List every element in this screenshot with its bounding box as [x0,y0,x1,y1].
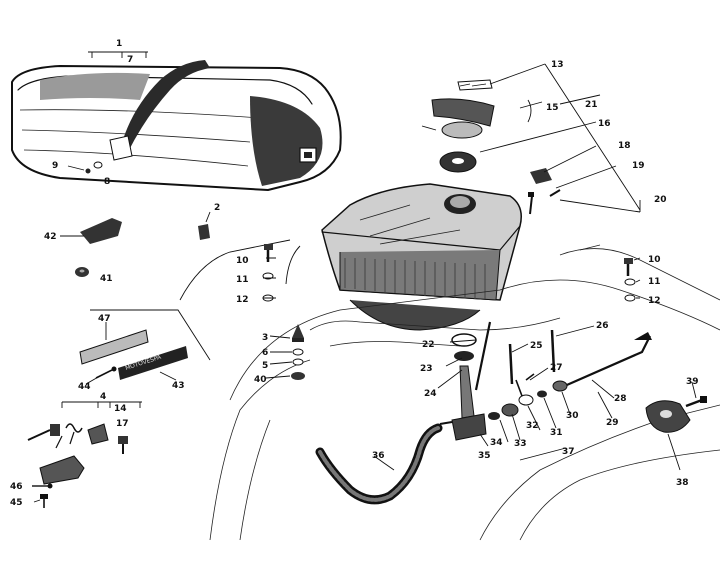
label-8: 8 [104,177,110,187]
bolt-39 [685,396,707,408]
label-33: 33 [514,439,527,449]
label-42: 42 [44,232,57,242]
plate-13 [457,79,493,91]
label-10a: 10 [236,256,249,266]
label-22: 22 [422,340,435,350]
seat-bracket [88,51,148,58]
bracket-38 [645,400,691,433]
label-13: 13 [551,60,564,70]
label-34: 34 [490,438,503,448]
label-11b: 11 [648,277,661,287]
label-2: 2 [214,203,220,213]
label-35: 35 [478,451,491,461]
label-20: 20 [654,195,667,205]
label-30: 30 [566,411,579,421]
label-37: 37 [562,447,575,457]
tap-assembly [439,321,492,441]
nut-41 [75,267,89,277]
bolt-10a [264,244,273,262]
label-27: 27 [550,363,563,373]
label-38: 38 [676,478,689,488]
label-44: 44 [78,382,91,392]
label-46: 46 [10,482,23,492]
washer-11b [624,278,636,286]
label-10b: 10 [648,255,661,265]
label-19: 19 [632,161,645,171]
label-4: 4 [100,392,106,402]
ring-16 [439,151,477,173]
label-5: 5 [262,361,268,371]
screw-19 [528,192,534,215]
label-15: 15 [546,103,559,113]
label-39: 39 [686,377,699,387]
washer-6 [292,348,304,356]
label-17: 17 [116,419,129,429]
washer-12b [624,294,636,302]
knob-2 [198,211,211,240]
screw-9 [67,165,91,174]
label-26: 26 [596,321,609,331]
cover-15 [421,98,495,139]
scooter-frame [209,244,720,541]
washer-8 [93,161,103,169]
label-29: 29 [606,418,619,428]
label-12b: 12 [648,296,661,306]
washer-11a [262,272,274,280]
hose-36 [315,423,443,505]
badge-47 [79,329,149,365]
label-24: 24 [424,389,437,399]
emblem-43: MOTOVESPA [118,346,188,380]
label-40: 40 [254,375,267,385]
washer-5 [292,358,304,366]
fuel-tank [321,183,522,331]
divider-line [90,309,211,361]
label-31: 31 [550,428,563,438]
label-14: 14 [114,404,127,414]
cap-3 [292,324,304,342]
label-16: 16 [598,119,611,129]
screw-45 [40,494,48,508]
label-28: 28 [614,394,627,404]
label-12a: 12 [236,295,249,305]
rod-28 [559,332,652,390]
cap-18 [530,168,552,184]
label-11a: 11 [236,275,249,285]
label-45: 45 [10,498,23,508]
studs [508,329,556,397]
label-6: 6 [262,348,268,358]
label-41: 41 [100,274,113,284]
small-fittings [488,373,568,420]
label-21: 21 [585,100,598,110]
label-1: 1 [116,39,122,49]
label-32: 32 [526,421,539,431]
label-43: 43 [172,381,185,391]
seat-cushion [11,65,342,191]
bolt-10b [624,258,633,276]
seat-strap [109,60,210,161]
label-3: 3 [262,333,268,343]
label-9: 9 [52,161,58,171]
lock-assembly [27,401,142,485]
clip-42 [60,218,122,244]
label-23: 23 [420,364,433,374]
label-36: 36 [372,451,385,461]
divider-curve [179,239,291,301]
label-47: 47 [98,314,111,324]
washer-40 [291,372,305,380]
pin-20 [549,189,561,197]
label-25: 25 [530,341,543,351]
label-18: 18 [618,141,631,151]
label-7: 7 [127,55,133,65]
